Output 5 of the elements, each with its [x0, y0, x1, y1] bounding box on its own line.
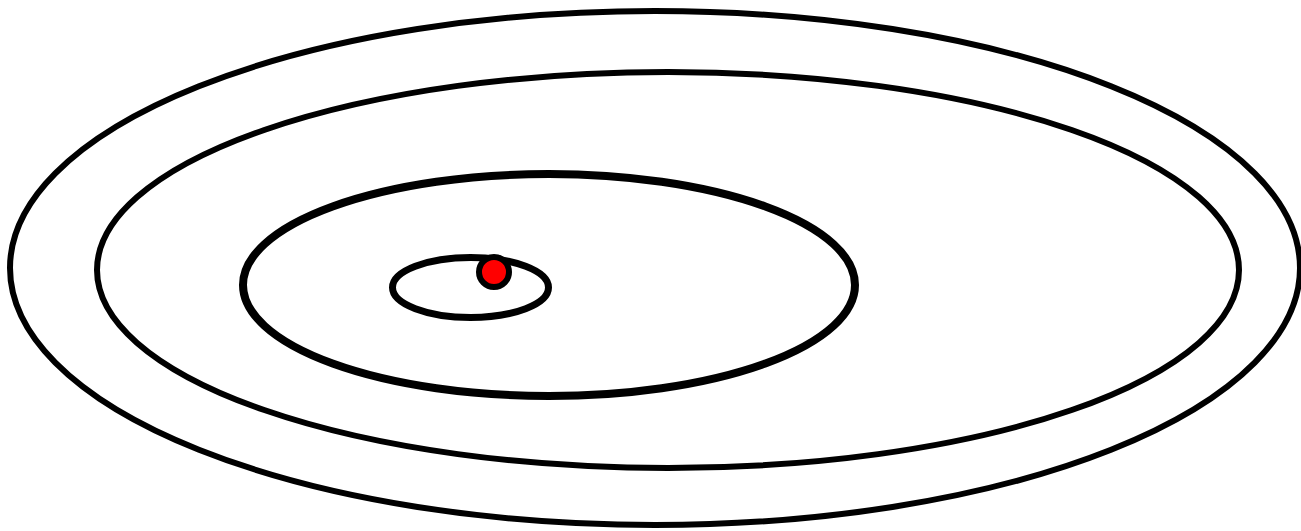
ellipse-ring [7, 8, 1301, 528]
ellipse-ring [388, 253, 552, 321]
ellipse-ring [239, 170, 859, 400]
ellipse-ring [94, 69, 1242, 471]
dot-marker [476, 253, 512, 290]
